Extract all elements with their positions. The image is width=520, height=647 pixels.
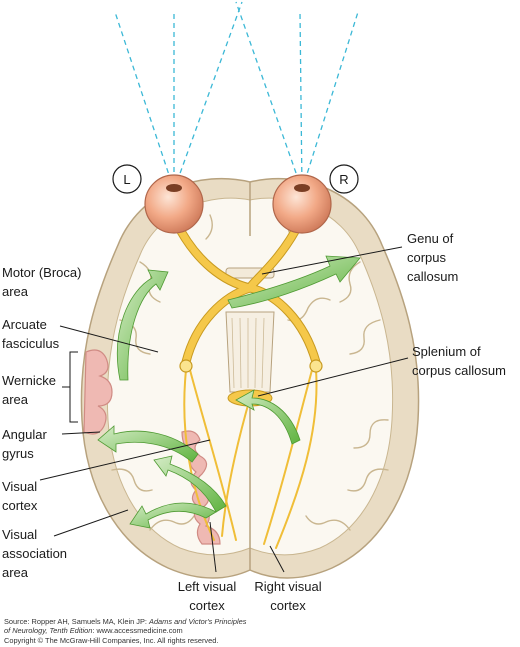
svg-text:cortex: cortex	[270, 598, 306, 613]
label-motor-broca: Motor (Broca) area	[2, 265, 81, 299]
svg-text:Visual: Visual	[2, 479, 37, 494]
svg-text:gyrus: gyrus	[2, 446, 34, 461]
leader-lines	[39, 246, 409, 573]
brain-outline	[80, 177, 420, 579]
svg-text:cortex: cortex	[2, 498, 38, 513]
svg-text:area: area	[2, 392, 29, 407]
svg-text:area: area	[2, 284, 29, 299]
svg-text:L: L	[123, 172, 130, 187]
svg-text:Splenium of: Splenium of	[412, 344, 481, 359]
svg-text:callosum: callosum	[407, 269, 458, 284]
label-visual-association-area: Visual association area	[2, 527, 67, 580]
svg-text:corpus: corpus	[407, 250, 447, 265]
svg-text:Right visual: Right visual	[254, 579, 321, 594]
svg-text:Genu of: Genu of	[407, 231, 454, 246]
label-angular-gyrus: Angular gyrus	[2, 427, 47, 461]
label-splenium: Splenium of corpus callosum	[412, 344, 506, 378]
svg-text:corpus callosum: corpus callosum	[412, 363, 506, 378]
left-eye-badge: L	[112, 164, 142, 194]
svg-text:Left visual: Left visual	[178, 579, 237, 594]
label-wernicke-area: Wernicke area	[2, 373, 56, 407]
sight-lines	[114, 1, 359, 191]
right-eye-badge: R	[329, 164, 359, 194]
svg-text:Angular: Angular	[2, 427, 47, 442]
svg-text:Visual: Visual	[2, 527, 37, 542]
connection-arrows	[97, 255, 361, 529]
svg-text:Wernicke: Wernicke	[2, 373, 56, 388]
svg-text:R: R	[339, 172, 348, 187]
svg-text:Arcuate: Arcuate	[2, 317, 47, 332]
label-left-visual-cortex: Left visual cortex	[178, 579, 237, 613]
svg-text:Motor (Broca): Motor (Broca)	[2, 265, 81, 280]
svg-text:fasciculus: fasciculus	[2, 336, 60, 351]
right-eye	[272, 174, 332, 234]
label-right-visual-cortex: Right visual cortex	[254, 579, 321, 613]
label-visual-cortex: Visual cortex	[2, 479, 38, 513]
svg-text:Copyright © The McGraw-Hill Co: Copyright © The McGraw-Hill Companies, I…	[4, 636, 218, 645]
svg-text:Source: Ropper AH, Samuels MA,: Source: Ropper AH, Samuels MA, Klein JP:…	[4, 617, 247, 626]
left-eye	[144, 174, 204, 234]
svg-text:cortex: cortex	[189, 598, 225, 613]
label-genu: Genu of corpus callosum	[407, 231, 458, 284]
visual-pathways	[171, 217, 323, 549]
source-credit: Source: Ropper AH, Samuels MA, Klein JP:…	[4, 617, 247, 645]
label-arcuate-fasciculus: Arcuate fasciculus	[2, 317, 60, 351]
svg-text:association: association	[2, 546, 67, 561]
svg-text:area: area	[2, 565, 29, 580]
svg-text:of Neurology, Tenth Edition: w: of Neurology, Tenth Edition: www.accessm…	[4, 626, 183, 635]
